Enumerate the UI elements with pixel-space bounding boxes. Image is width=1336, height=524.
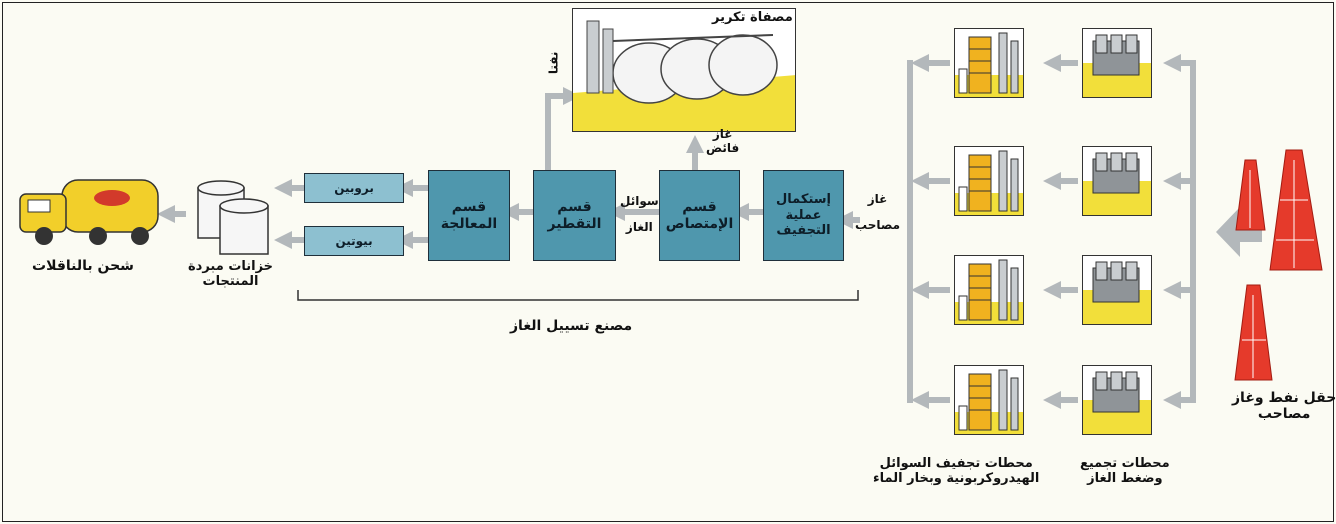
- butane-box: بيوتين: [304, 226, 404, 256]
- surplus-gas-line1: غاز: [712, 127, 733, 141]
- fractionation-line2: التقطير: [547, 215, 602, 232]
- drying-line1: إستكمال: [776, 192, 831, 208]
- fractionation-line1: قسم: [557, 198, 592, 215]
- absorption-section-box: قسم الإمتصاص: [659, 170, 740, 261]
- dehydration-label-line1: محطات تجفيف السوائل: [879, 456, 1033, 471]
- fractionation-section-box: قسم التقطير: [533, 170, 616, 261]
- refinery-label: مصفاة تكرير: [712, 10, 793, 25]
- drying-completion-box: إستكمال عملية التجفيف: [763, 170, 844, 261]
- dehydration-label-line2: الهيدروكربونية وبخار الماء: [873, 470, 1040, 486]
- gas-liquids-label: سوائل الغاز: [620, 194, 659, 235]
- field-label-line2: مصاحب: [1257, 406, 1311, 423]
- dehydration-label: محطات تجفيف السوائل الهيدروكربونية وبخار…: [873, 456, 1040, 487]
- treatment-section-box: قسم المعالجة: [428, 170, 510, 261]
- propane-box: بروبين: [304, 173, 404, 203]
- gas-liquids-line2: الغاز: [625, 219, 653, 234]
- compression-label-line2: وضغط الغاز: [1087, 470, 1163, 486]
- dehydration-unit-icon: [954, 28, 1024, 98]
- compressor-station-icon: [1082, 146, 1152, 216]
- storage-label-line2: المنتجات: [202, 273, 259, 289]
- dehydration-unit-icon: [954, 255, 1024, 325]
- compressor-station-icon: [1082, 28, 1152, 98]
- storage-label-line1: خزانات مبردة: [188, 259, 274, 274]
- compressor-station-icon: [1082, 255, 1152, 325]
- treatment-line2: المعالجة: [440, 215, 498, 232]
- plant-label: مصنع تسييل الغاز: [510, 318, 633, 334]
- dehydration-unit-icon: [954, 146, 1024, 216]
- compressor-station-icon: [1082, 365, 1152, 435]
- field-label-line1: حقل نفط وغاز: [1232, 390, 1336, 406]
- treatment-line1: قسم: [451, 198, 487, 215]
- associated-gas-line1: غاز: [867, 192, 888, 206]
- surplus-gas-line2: فائض: [706, 140, 740, 155]
- refinery-icon: [572, 8, 796, 132]
- field-label: حقل نفط وغاز مصاحب: [1232, 390, 1336, 422]
- absorption-line2: الإمتصاص: [665, 215, 734, 232]
- associated-gas-label: غاز مصاحب: [855, 192, 901, 233]
- absorption-line1: قسم: [682, 198, 717, 215]
- associated-gas-line2: مصاحب: [855, 217, 901, 232]
- gas-liquids-line1: سوائل: [620, 194, 659, 208]
- naphtha-label: نفتا: [546, 51, 561, 75]
- surplus-gas-label: غاز فائض: [706, 127, 740, 156]
- shipping-label: شحن بالناقلات: [32, 258, 134, 274]
- compression-label: محطات تجميع وضغط الغاز: [1080, 456, 1170, 487]
- drying-line2: عملية: [785, 207, 822, 223]
- compression-label-line1: محطات تجميع: [1080, 456, 1170, 471]
- dehydration-unit-icon: [954, 365, 1024, 435]
- drying-line3: التجفيف: [776, 223, 831, 239]
- storage-label: خزانات مبردة المنتجات: [188, 259, 274, 290]
